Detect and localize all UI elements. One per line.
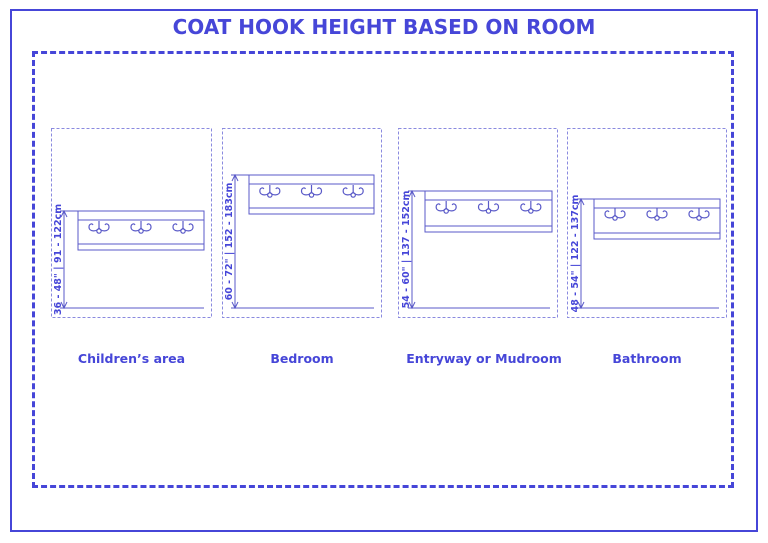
room-panel-childrens-area: 36 - 48" | 91 - 122cm — [51, 128, 212, 318]
room-label-entryway: Entryway or Mudroom — [406, 351, 562, 366]
wall-outline — [51, 128, 212, 318]
coat-hook-icon — [172, 221, 194, 234]
shelf-bottom-rail — [424, 225, 553, 233]
wall-outline — [222, 128, 382, 318]
dimension-arrow-bottom — [408, 301, 416, 310]
room-drawing: 36 - 48" | 91 - 122cm — [51, 128, 212, 318]
wall-outline — [567, 128, 727, 318]
coat-hook-icon — [688, 208, 710, 221]
room-panel-entryway: 54 - 60" | 137 - 152cm — [398, 128, 558, 318]
coat-hook-icon — [130, 221, 152, 234]
height-range-label: 54 - 60" | 137 - 152cm — [401, 191, 412, 309]
dimension-arrow-bottom — [577, 301, 585, 310]
coat-hook-icon — [520, 201, 542, 214]
dimension-arrow-bottom — [60, 301, 68, 310]
outer-frame — [10, 9, 758, 532]
coat-hook-icon — [342, 185, 364, 198]
coat-hook-icon — [300, 185, 323, 198]
room-label-bathroom: Bathroom — [612, 351, 682, 366]
room-drawing: 48 - 54" | 122 - 137cm — [567, 128, 727, 318]
dimension-arrow-top — [231, 173, 239, 182]
coat-hook-icon — [477, 201, 500, 214]
coat-hook-icon — [435, 201, 457, 214]
diagram-frame — [32, 51, 734, 488]
coat-hook-icon — [88, 221, 110, 234]
dimension-arrow-top — [408, 189, 416, 198]
shelf-top-rail — [248, 174, 375, 185]
coat-hook-icon — [259, 185, 281, 198]
room-panel-bathroom: 48 - 54" | 122 - 137cm — [567, 128, 727, 318]
page-title: COAT HOOK HEIGHT BASED ON ROOM — [172, 15, 596, 39]
height-range-label: 60 - 72" | 152 - 183cm — [224, 183, 235, 301]
coat-hook-icon — [646, 208, 668, 221]
shelf-top-rail — [77, 210, 205, 221]
shelf-bottom-rail — [248, 207, 375, 215]
shelf-bottom-rail — [77, 243, 205, 251]
shelf-top-rail — [593, 198, 721, 209]
shelf-bottom-rail — [593, 232, 721, 240]
room-drawing: 54 - 60" | 137 - 152cm — [398, 128, 558, 318]
height-range-label: 36 - 48" | 91 - 122cm — [53, 204, 64, 315]
shelf-top-rail — [424, 190, 553, 201]
dimension-arrow-top — [577, 197, 585, 206]
wall-outline — [398, 128, 558, 318]
room-label-bedroom: Bedroom — [270, 351, 334, 366]
room-drawing: 60 - 72" | 152 - 183cm — [222, 128, 382, 318]
room-panel-bedroom: 60 - 72" | 152 - 183cm — [222, 128, 382, 318]
dimension-arrow-bottom — [231, 301, 239, 310]
height-range-label: 48 - 54" | 122 - 137cm — [570, 195, 581, 313]
coat-hook-icon — [604, 208, 626, 221]
dimension-arrow-top — [60, 209, 68, 218]
room-label-childrens-area: Children’s area — [77, 351, 186, 366]
